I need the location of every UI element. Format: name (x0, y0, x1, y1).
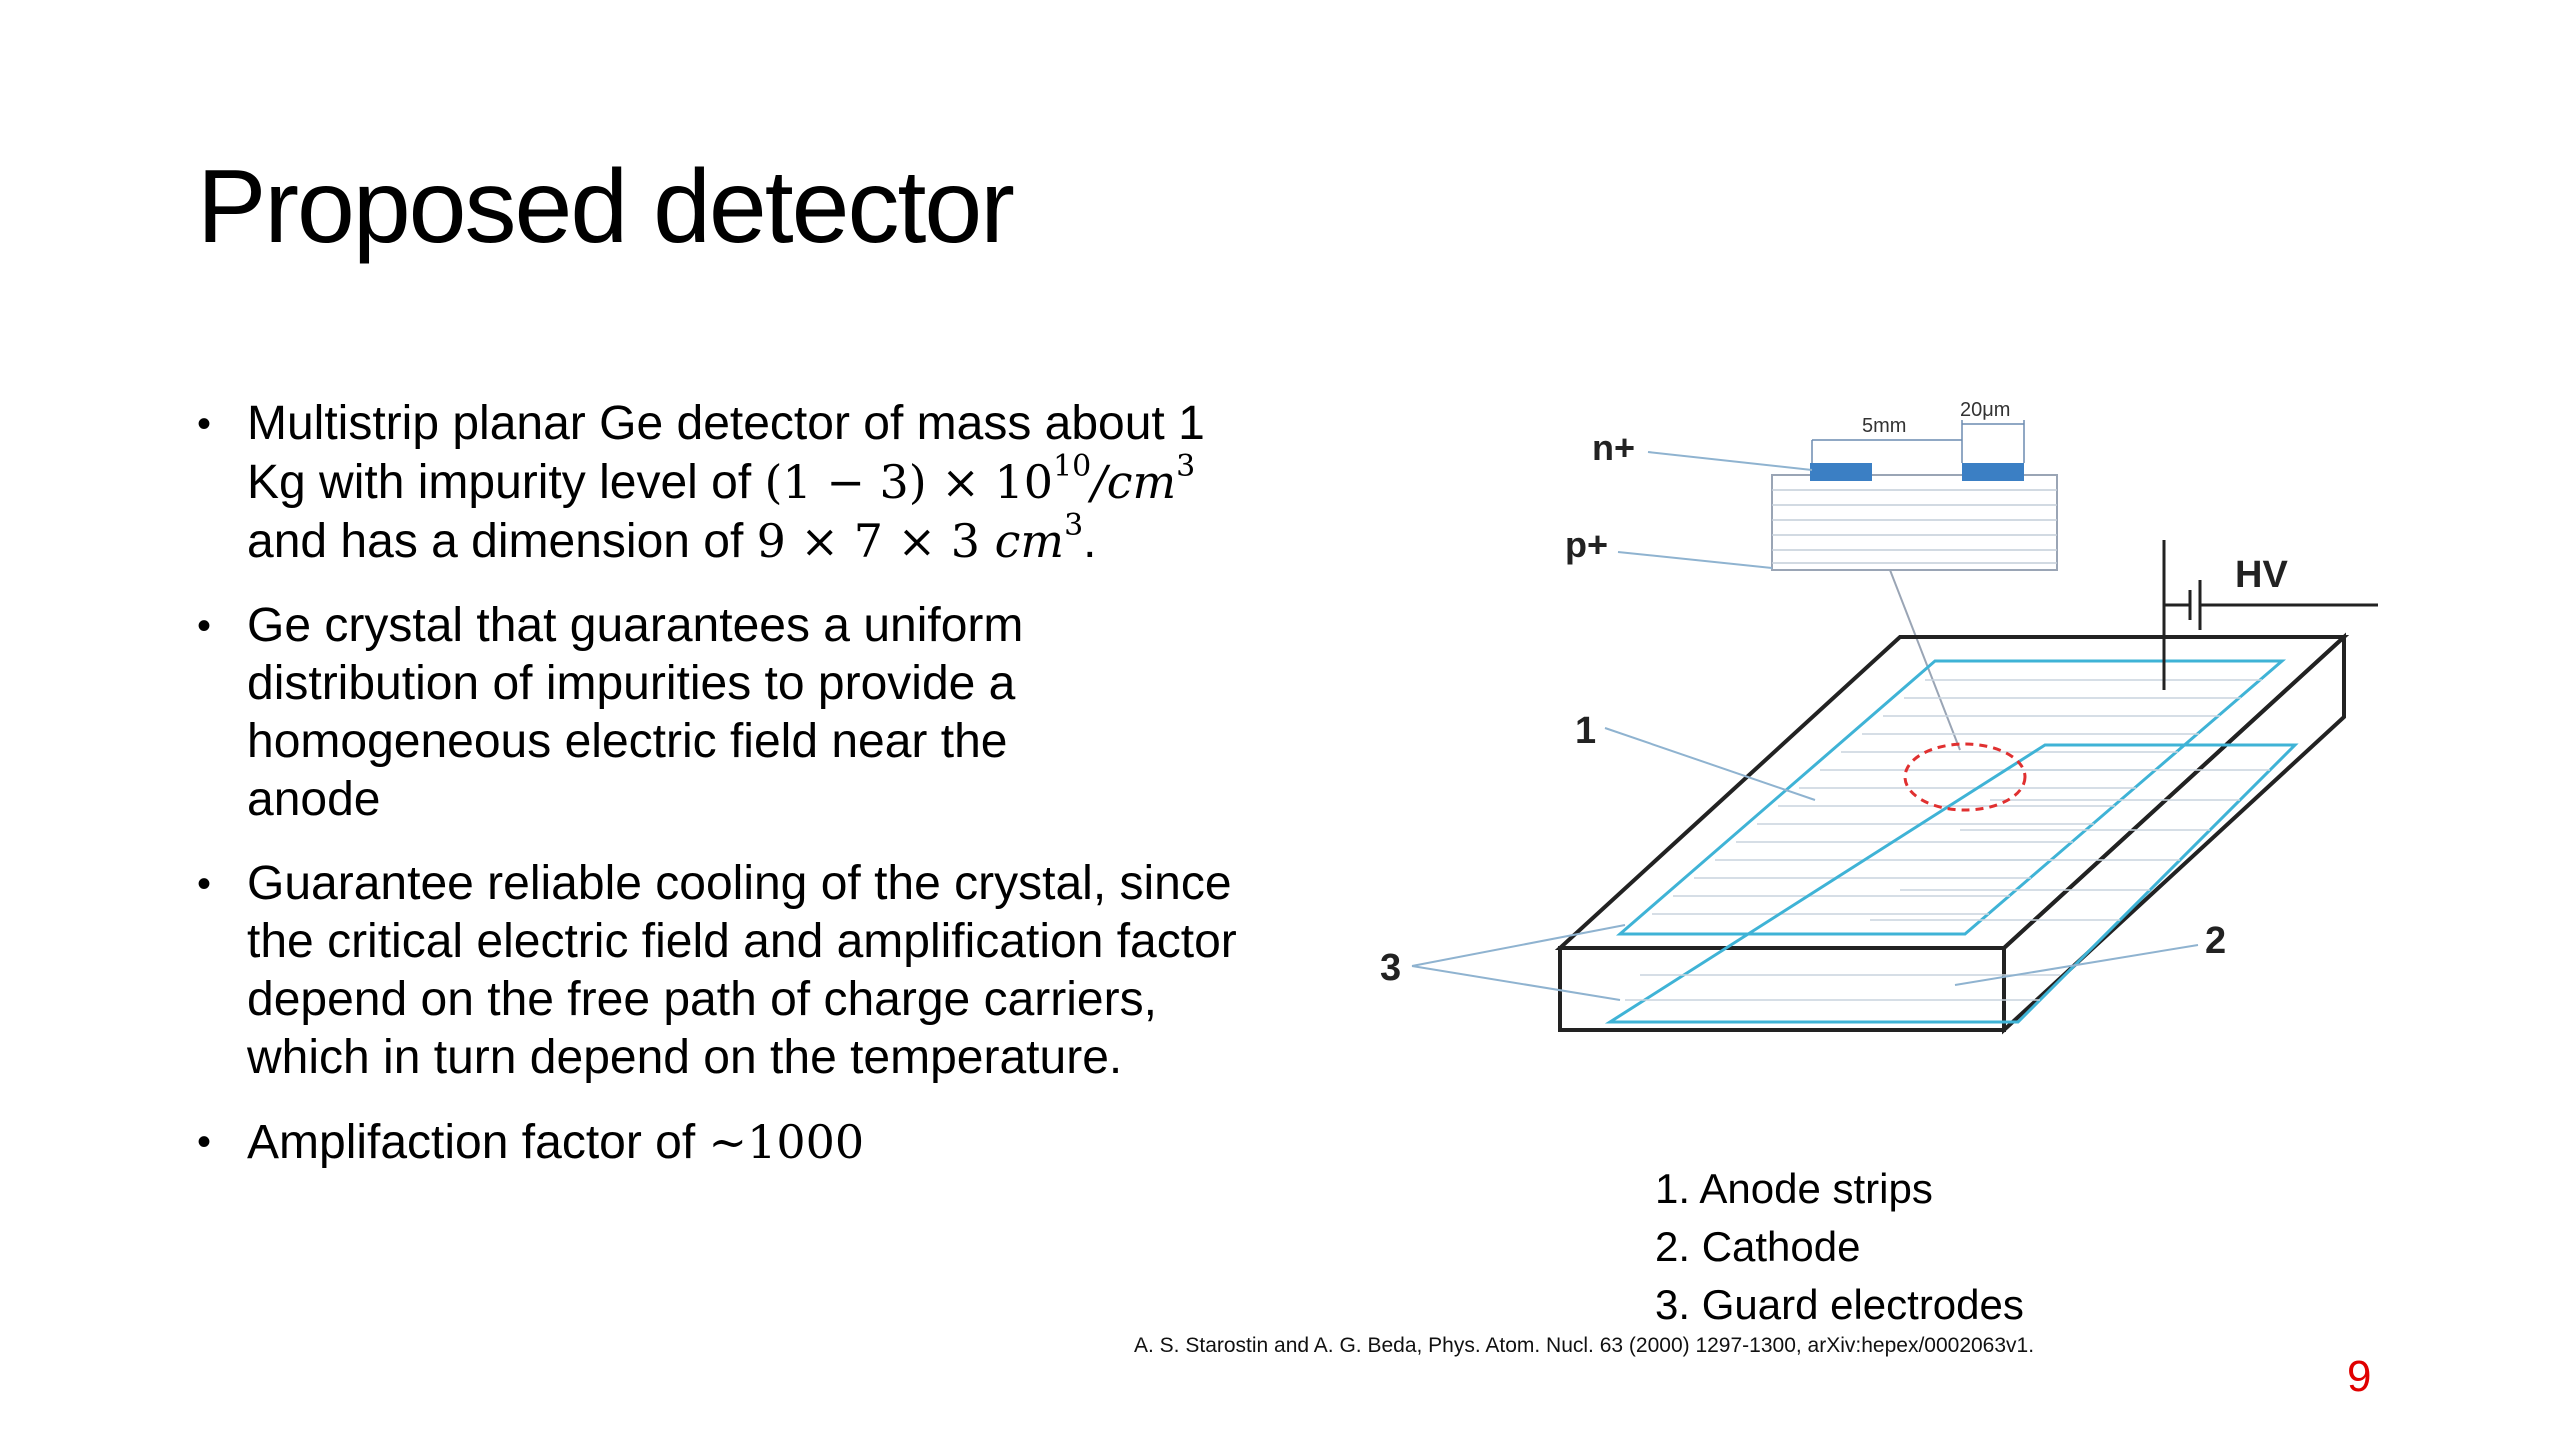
math-expression: (1 − 3) × 1010/cm3 (764, 452, 1196, 510)
legend-item: 1. Anode strips (1655, 1165, 1933, 1212)
math-unit: cm (994, 514, 1065, 568)
bullet-text: Amplifaction factor of (247, 1116, 709, 1169)
math-expression: 9 × 7 × 3 cm3 (756, 511, 1083, 569)
bullet-text: Ge crystal that guarantees a uniform dis… (247, 599, 1024, 826)
math-term: 9 × 7 × 3 (756, 514, 995, 568)
math-exponent: 3 (1064, 508, 1084, 543)
p-plus-label: p+ (1565, 524, 1608, 565)
math-unit: /cm (1091, 455, 1177, 509)
page-number: 9 (2347, 1352, 2372, 1401)
focus-circle (1903, 742, 2027, 812)
hv-connection (2162, 540, 2378, 690)
callout-2-label: 2 (2205, 920, 2226, 962)
slide-title: Proposed detector (197, 149, 1015, 265)
legend-item: 3. Guard electrodes (1655, 1281, 2024, 1328)
citation: A. S. Starostin and A. G. Beda, Phys. At… (1134, 1334, 2035, 1357)
callout-1-label: 1 (1575, 710, 1596, 752)
bullet-item: Multistrip planar Ge detector of mass ab… (197, 395, 1297, 571)
bullet-text: . (1083, 515, 1097, 568)
cathode (1604, 743, 2299, 1024)
n-plus-label: n+ (1592, 427, 1635, 468)
bullet-text: Multistrip planar Ge detector of mass ab… (247, 397, 1205, 450)
math-expression: ~1000 (708, 1115, 865, 1169)
bullet-item: Guarantee reliable cooling of the crysta… (197, 855, 1297, 1087)
bullet-text: and has a dimension of (247, 515, 757, 568)
strip-cross-section: 5mm 20μm n+ p+ (1565, 399, 2058, 751)
bullet-item: Amplifaction factor of ~1000 (197, 1113, 1297, 1172)
anode-strips (1615, 659, 2287, 936)
dimension-20um-label: 20μm (1960, 399, 2010, 421)
legend-item: 2. Cathode (1655, 1223, 1861, 1270)
anode-strip-shape (1810, 463, 1872, 481)
math-term: (1 − 3) × 10 (764, 455, 1054, 509)
bullet-text: Guarantee reliable cooling of the crysta… (247, 857, 1237, 1084)
dimension-5mm-label: 5mm (1862, 415, 1906, 437)
bullet-list: Multistrip planar Ge detector of mass ab… (197, 395, 1297, 1198)
callout-3-label: 3 (1380, 947, 1401, 989)
math-exponent: 10 (1053, 449, 1092, 484)
bullet-text: Kg with impurity level of (247, 456, 765, 509)
anode-strip-shape (1962, 463, 2024, 481)
detector-box (1554, 632, 2350, 1035)
hv-label: HV (2235, 554, 2288, 596)
bullet-item: Ge crystal that guarantees a uniform dis… (197, 597, 1297, 829)
diagram-legend: 1. Anode strips 2. Cathode 3. Guard elec… (1655, 1160, 2024, 1334)
math-exponent: 3 (1176, 449, 1196, 484)
